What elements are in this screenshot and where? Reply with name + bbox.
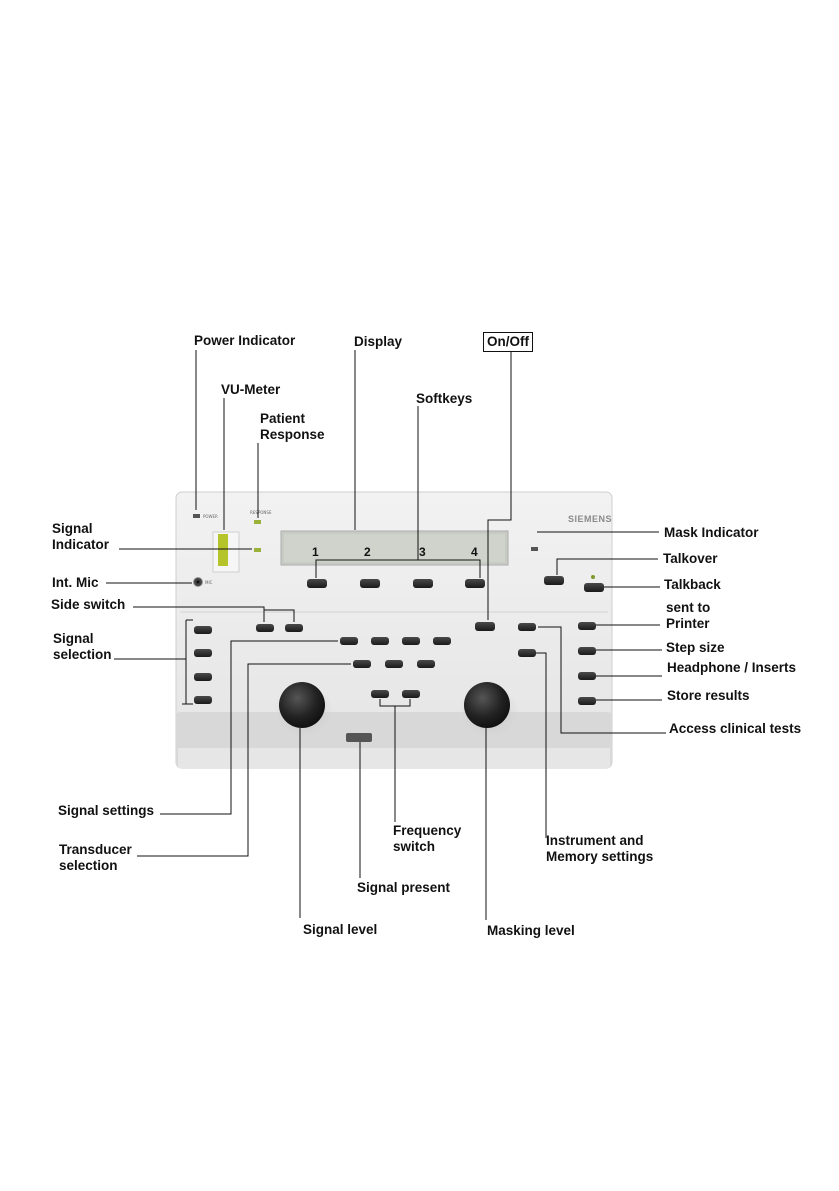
transducer-buttons[interactable] xyxy=(353,660,435,668)
label-instrument-memory: Instrument and Memory settings xyxy=(546,833,653,865)
svg-text:POWER: POWER xyxy=(203,514,218,519)
label-display: Display xyxy=(354,334,403,349)
label-sent-to-printer-line1: sent to xyxy=(666,600,711,615)
label-store-results: Store results xyxy=(667,688,750,703)
step-size-button[interactable] xyxy=(578,647,596,655)
leader-lines xyxy=(106,350,666,920)
frequency-up-button[interactable] xyxy=(402,690,420,698)
label-transducer-selection-line1: Transducer xyxy=(59,842,132,857)
side-switch-left[interactable] xyxy=(256,624,274,632)
store-results-button[interactable] xyxy=(578,697,596,705)
label-side-switch: Side switch xyxy=(51,597,126,612)
softkey-number-1: 1 xyxy=(312,545,319,559)
patient-response-led xyxy=(254,520,261,524)
mask-indicator-led xyxy=(531,547,538,551)
svg-text:MIC: MIC xyxy=(205,580,213,585)
signal-settings-buttons[interactable] xyxy=(340,637,451,645)
on-off-button[interactable] xyxy=(475,622,495,631)
label-signal-present: Signal present xyxy=(357,880,451,895)
vu-meter xyxy=(212,531,240,573)
label-patient-response: Patient Response xyxy=(260,411,325,443)
side-switch-right[interactable] xyxy=(285,624,303,632)
label-int-mic: Int. Mic xyxy=(52,575,99,590)
label-on-off: On/Off xyxy=(483,332,533,352)
softkey-number-3: 3 xyxy=(419,545,426,559)
label-signal-selection-line2: selection xyxy=(53,647,112,662)
label-signal-selection-line1: Signal xyxy=(53,631,94,646)
label-frequency-switch-line2: switch xyxy=(393,839,436,854)
talkback-button[interactable] xyxy=(584,583,604,592)
label-signal-indicator-line1: Signal xyxy=(52,521,93,536)
label-step-size: Step size xyxy=(666,640,725,655)
instrument-menu-button[interactable] xyxy=(518,623,536,631)
label-sent-to-printer-line2: Printer xyxy=(666,616,710,631)
label-signal-settings: Signal settings xyxy=(58,803,155,818)
signal-indicator-led xyxy=(254,548,261,552)
label-masking-level: Masking level xyxy=(487,923,575,938)
label-vu-meter: VU-Meter xyxy=(221,382,281,397)
signal-selection-buttons[interactable] xyxy=(194,626,212,704)
softkeys[interactable] xyxy=(307,579,485,588)
memory-button[interactable] xyxy=(518,649,536,657)
label-mask-indicator: Mask Indicator xyxy=(664,525,759,540)
softkey-4[interactable] xyxy=(465,579,485,588)
softkey-1[interactable] xyxy=(307,579,327,588)
signal-level-knob[interactable] xyxy=(279,682,325,728)
headphone-inserts-button[interactable] xyxy=(578,672,596,680)
signal-select-1[interactable] xyxy=(194,626,212,634)
signal-select-3[interactable] xyxy=(194,673,212,681)
label-frequency-switch-line1: Frequency xyxy=(393,823,462,838)
label-signal-indicator: Signal Indicator xyxy=(52,521,109,553)
softkey-number-2: 2 xyxy=(364,545,371,559)
talkover-button[interactable] xyxy=(544,576,564,585)
softkey-3[interactable] xyxy=(413,579,433,588)
frequency-down-button[interactable] xyxy=(371,690,389,698)
softkey-number-4: 4 xyxy=(471,545,478,559)
label-signal-indicator-line2: Indicator xyxy=(52,537,110,552)
label-talkover: Talkover xyxy=(663,551,718,566)
signal-present-bar[interactable] xyxy=(346,733,372,742)
lcd-display xyxy=(280,530,509,566)
label-signal-level: Signal level xyxy=(303,922,378,937)
label-transducer-selection: Transducer selection xyxy=(59,842,132,874)
label-softkeys: Softkeys xyxy=(416,391,473,406)
masking-level-knob[interactable] xyxy=(464,682,510,728)
label-instrument-memory-line1: Instrument and xyxy=(546,833,644,848)
label-sent-to-printer: sent to Printer xyxy=(666,600,710,632)
label-frequency-switch: Frequency switch xyxy=(393,823,461,855)
printer-button[interactable] xyxy=(578,622,596,630)
talkback-led xyxy=(591,575,595,579)
softkey-2[interactable] xyxy=(360,579,380,588)
label-power-indicator: Power Indicator xyxy=(194,333,296,348)
label-headphone-inserts: Headphone / Inserts xyxy=(667,660,797,675)
label-instrument-memory-line2: Memory settings xyxy=(546,849,654,864)
brand-logo: SIEMENS xyxy=(568,514,612,524)
signal-select-4[interactable] xyxy=(194,696,212,704)
label-access-clinical-tests: Access clinical tests xyxy=(669,721,802,736)
label-signal-selection: Signal selection xyxy=(53,631,112,663)
label-transducer-selection-line2: selection xyxy=(59,858,118,873)
int-mic xyxy=(193,577,203,587)
signal-select-2[interactable] xyxy=(194,649,212,657)
label-patient-response-line1: Patient xyxy=(260,411,306,426)
power-indicator-led xyxy=(193,514,200,518)
svg-text:RESPONSE: RESPONSE xyxy=(250,510,272,515)
label-talkback: Talkback xyxy=(664,577,721,592)
label-patient-response-line2: Response xyxy=(260,427,325,442)
